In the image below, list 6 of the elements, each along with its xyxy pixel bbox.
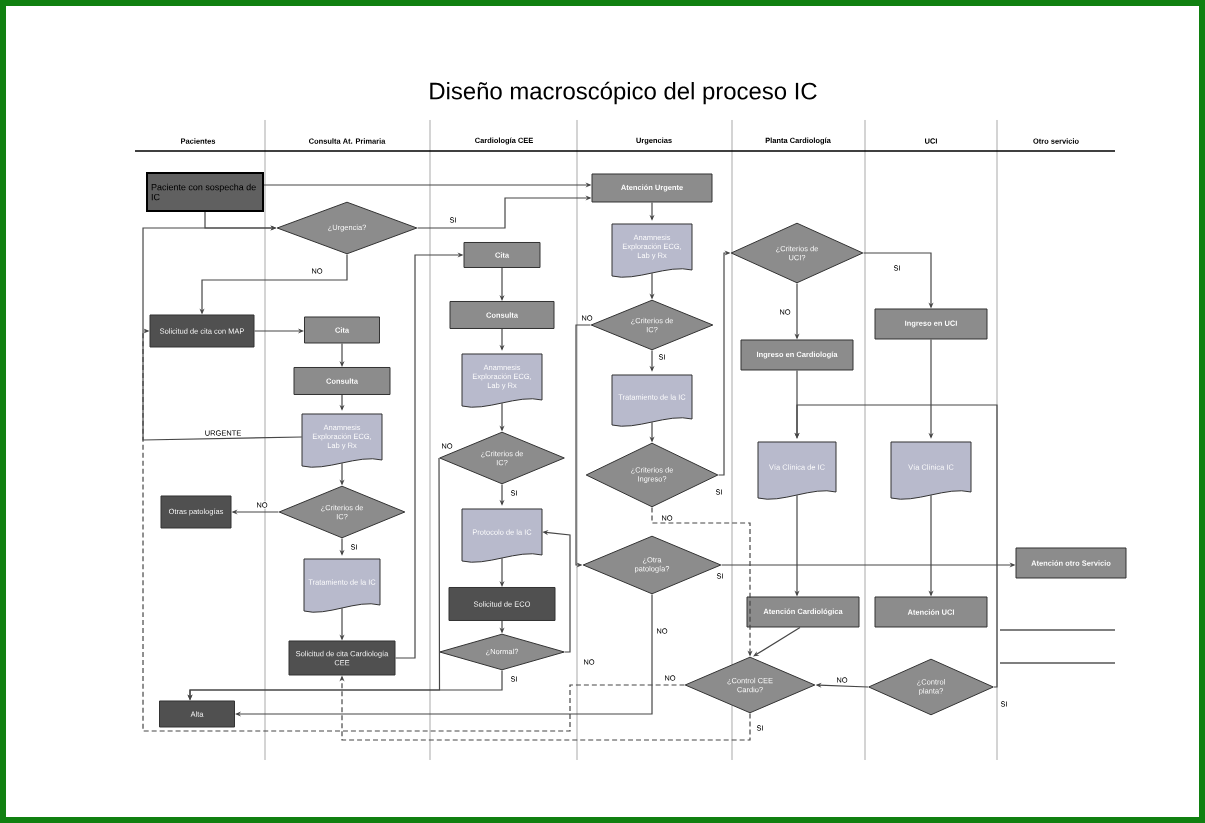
arrow bbox=[142, 328, 686, 732]
arrow bbox=[235, 593, 653, 717]
arrow bbox=[142, 225, 303, 441]
title: Diseño macroscópico del proceso IC bbox=[430, 81, 817, 105]
process-box: Paciente con sospecha de IC bbox=[146, 172, 264, 212]
arrow bbox=[753, 626, 801, 657]
